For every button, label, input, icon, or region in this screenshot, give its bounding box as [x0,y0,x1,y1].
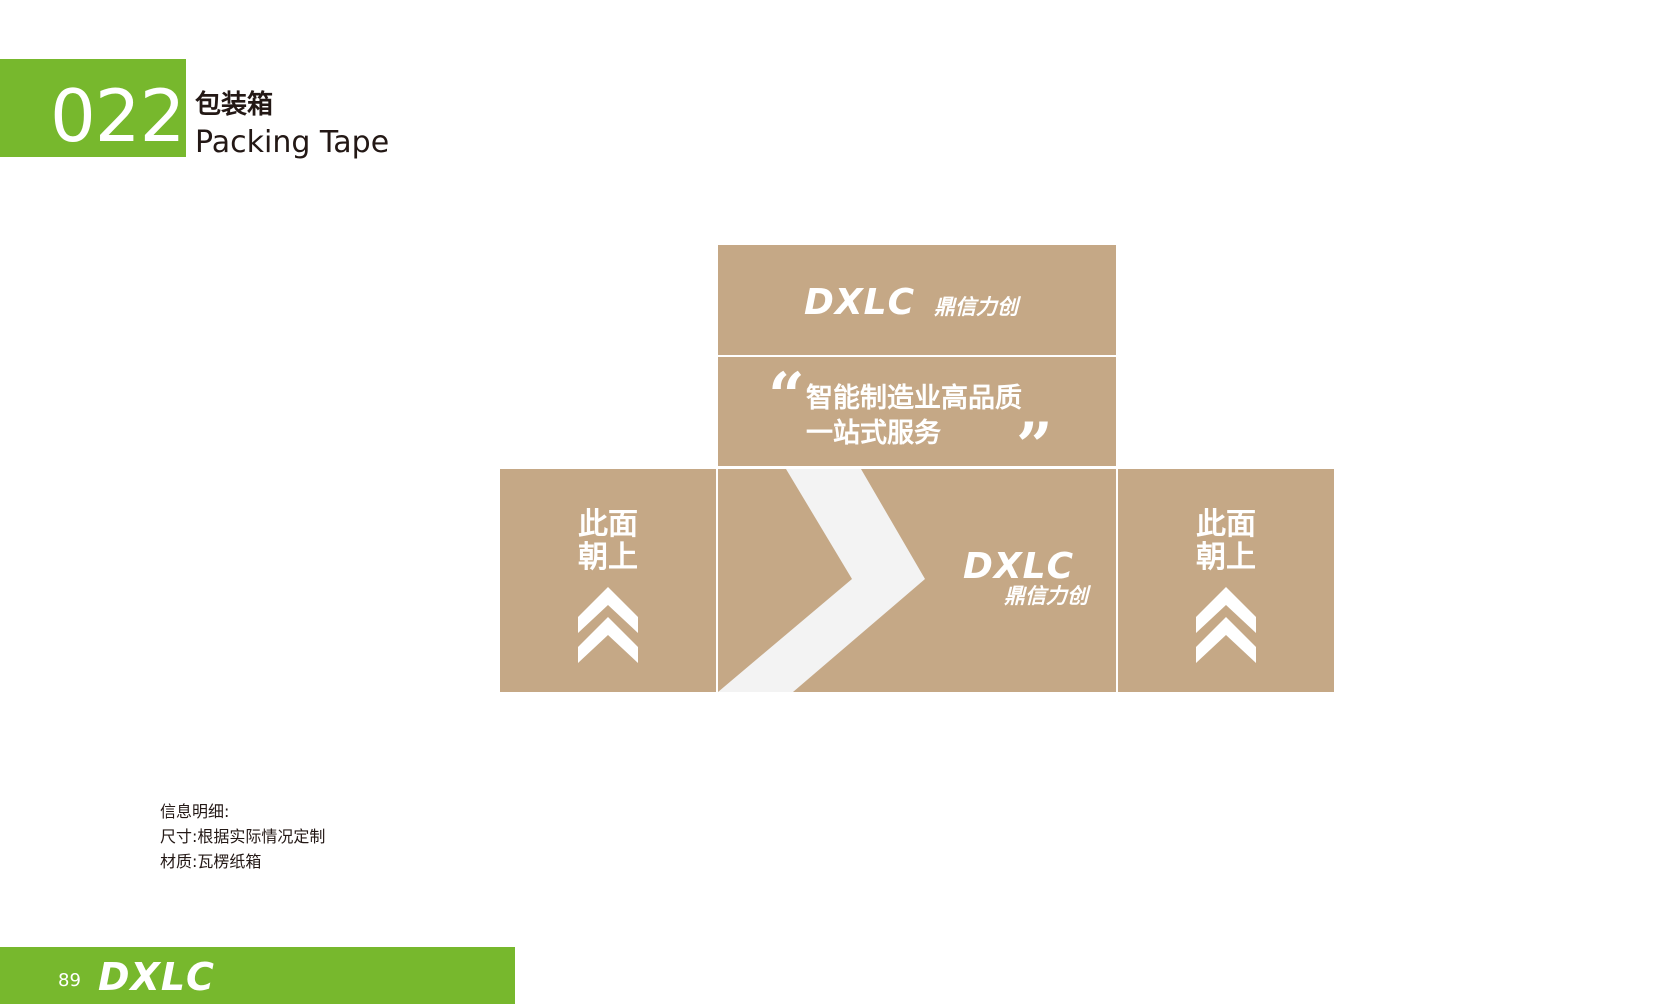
this-side-up-line-2: 朝上 [578,540,638,575]
box-top-logo-cn: 鼎信力创 [934,295,1018,319]
header-green-block [0,59,186,157]
up-chevrons-icon [1196,587,1256,663]
info-block: 信息明细: 尺寸:根据实际情况定制 材质:瓦楞纸箱 [160,799,325,874]
this-side-up-line-1: 此面 [1196,507,1256,542]
arrow-stripe-graphic [718,469,925,692]
box-top-logo-panel: DXLC 鼎信力创 [718,245,1116,355]
page-number: 89 [58,970,81,991]
box-front-logo-en: DXLC [963,546,1074,587]
box-slogan-panel: “ 智能制造业高品质 一站式服务 ” [718,357,1116,466]
slogan-line-2: 一站式服务 [806,418,941,449]
info-size: 尺寸:根据实际情况定制 [160,827,326,846]
section-number: 022 [50,74,185,158]
open-quote-mark: “ [768,359,805,434]
this-side-up-line-1: 此面 [578,507,638,542]
close-quote-mark: ” [1016,409,1053,467]
this-side-up-line-2: 朝上 [1196,540,1256,575]
section-title-en: Packing Tape [195,125,390,160]
box-front-logo-cn: 鼎信力创 [1004,584,1088,608]
info-heading: 信息明细: [160,802,230,821]
slogan-line-1: 智能制造业高品质 [806,383,1022,414]
box-front-panel: DXLC 鼎信力创 [718,469,1116,692]
footer-green-bar [0,947,515,1004]
up-chevrons-icon [578,587,638,663]
footer-logo: DXLC [98,955,215,999]
info-material: 材质:瓦楞纸箱 [160,852,262,871]
box-top-logo-en: DXLC [804,282,915,323]
box-left-side-panel: 此面 朝上 [500,469,716,692]
section-title-cn: 包装箱 [195,90,274,120]
box-right-side-panel: 此面 朝上 [1118,469,1334,692]
